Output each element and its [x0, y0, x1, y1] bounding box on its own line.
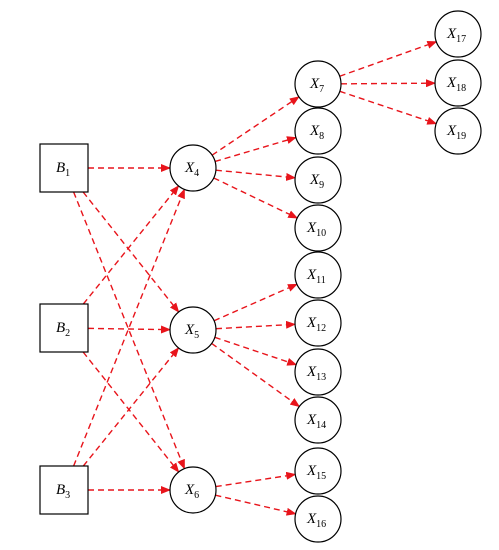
node-label: X6 [184, 482, 199, 501]
node-label: X8 [309, 123, 324, 142]
node-circle [294, 60, 342, 108]
edge-x5-x13 [214, 336, 298, 366]
node-circle [169, 144, 217, 192]
node-x4: X4 [169, 144, 217, 192]
node-circle [294, 447, 342, 495]
node-label: X7 [309, 76, 324, 95]
node-label: X18 [446, 75, 466, 94]
edge-b1-x5 [82, 191, 180, 313]
node-label: B3 [56, 482, 70, 501]
edge-x5-x11 [213, 283, 298, 322]
node-circle [294, 396, 342, 444]
node-x18: X18 [434, 59, 482, 107]
node-label: X5 [184, 322, 199, 341]
node-label: X16 [306, 511, 326, 530]
node-label: X15 [306, 463, 326, 482]
node-label: X10 [306, 220, 326, 239]
node-x8: X8 [294, 107, 342, 155]
node-x13: X13 [294, 348, 342, 396]
edge-x4-x8 [214, 136, 297, 163]
node-label: X13 [306, 364, 326, 383]
edges-layer [72, 40, 438, 516]
node-circle [169, 466, 217, 514]
edge-x5-x14 [211, 342, 301, 408]
node-circle [294, 204, 342, 252]
edge-x7-x17 [339, 40, 438, 77]
node-x11: X11 [294, 251, 342, 299]
node-circle [434, 107, 482, 155]
node-square [39, 465, 89, 515]
node-b2: B2 [39, 303, 89, 353]
node-circle [294, 107, 342, 155]
node-circle [294, 251, 342, 299]
node-circle [294, 495, 342, 543]
edge-x6-x16 [215, 494, 297, 516]
node-x19: X19 [434, 107, 482, 155]
node-circle [434, 59, 482, 107]
node-x7: X7 [294, 60, 342, 108]
node-x17: X17 [434, 10, 482, 58]
node-x12: X12 [294, 299, 342, 347]
node-label: X17 [446, 26, 466, 45]
edge-b2-x4 [82, 185, 180, 305]
node-label: X19 [446, 123, 466, 142]
node-label: X11 [306, 267, 326, 286]
node-circle [294, 299, 342, 347]
node-circle [294, 156, 342, 204]
node-x16: X16 [294, 495, 342, 543]
edge-x6-x15 [215, 471, 297, 488]
edge-b2-x6 [82, 351, 180, 473]
edge-b1-x6 [72, 191, 186, 470]
node-label: X4 [184, 160, 199, 179]
node-circle [169, 306, 217, 354]
node-b1: B1 [39, 143, 89, 193]
node-x15: X15 [294, 447, 342, 495]
node-x5: X5 [169, 306, 217, 354]
node-x9: X9 [294, 156, 342, 204]
node-x14: X14 [294, 396, 342, 444]
node-label: X14 [306, 412, 326, 431]
edge-b2-x5 [87, 325, 172, 334]
edge-b3-x4 [72, 188, 186, 467]
edge-b3-x5 [82, 347, 180, 467]
node-label: X12 [306, 315, 326, 334]
edge-x7-x18 [340, 79, 437, 88]
node-x6: X6 [169, 466, 217, 514]
node-square [39, 303, 89, 353]
edge-x4-x7 [211, 96, 300, 156]
edge-x4-x9 [215, 169, 297, 181]
node-label: B1 [56, 160, 70, 179]
node-b3: B3 [39, 465, 89, 515]
node-circle [294, 348, 342, 396]
node-label: X9 [309, 172, 324, 191]
edge-x5-x12 [215, 320, 297, 330]
node-x10: X10 [294, 204, 342, 252]
edge-x7-x19 [339, 90, 438, 125]
edge-x4-x10 [213, 177, 299, 219]
node-label: B2 [56, 320, 70, 339]
node-square [39, 143, 89, 193]
node-circle [434, 10, 482, 58]
